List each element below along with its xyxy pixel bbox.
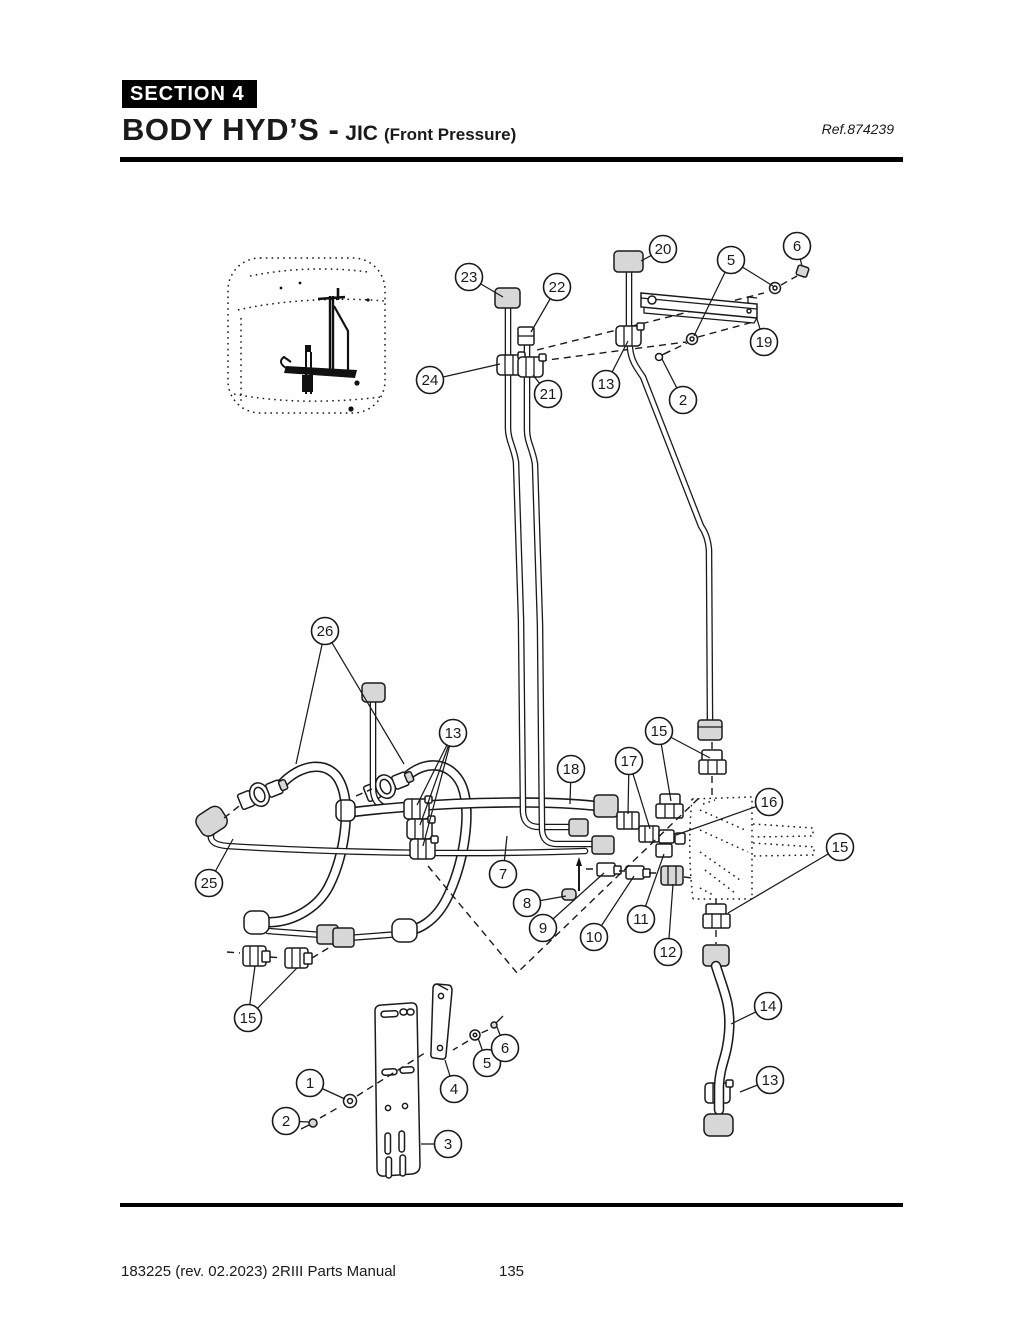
svg-text:17: 17 [621,753,638,770]
svg-text:3: 3 [444,1136,452,1153]
small-hardware [300,264,810,1130]
callout-1: 1 [295,1068,325,1098]
callout-2: 2 [668,385,698,415]
callout-leader [675,801,770,836]
callout-13: 13 [755,1065,785,1095]
callout-15: 15 [233,1003,263,1033]
pressure-tube-right [613,250,723,741]
callout-15: 15 [644,716,674,746]
callout-19: 19 [749,327,779,357]
callout-24: 24 [415,365,445,395]
callout-3: 3 [433,1129,463,1159]
svg-text:26: 26 [317,623,334,640]
callout-25: 25 [194,868,224,898]
callout-17: 17 [614,746,644,776]
mounting-bar [640,292,758,324]
tube-clamp [615,322,645,347]
svg-text:23: 23 [461,269,478,286]
svg-text:19: 19 [756,334,773,351]
footer-rule [120,1203,903,1207]
callout-leader [419,732,454,826]
callout-6: 6 [782,231,812,261]
quick-coupler-left [236,778,289,811]
manifold-dotted [688,796,815,900]
svg-text:5: 5 [483,1055,491,1072]
callout-9: 9 [528,913,558,943]
svg-text:13: 13 [445,725,462,742]
svg-text:15: 15 [832,839,849,856]
header-rule [120,157,903,162]
callout-5: 5 [716,245,746,275]
svg-text:24: 24 [422,372,439,389]
callout-leader [324,630,405,765]
tube-clamp [406,815,436,840]
reference-number: Ref.874239 [821,121,894,137]
callout-18: 18 [556,754,586,784]
tube-clamp [403,795,433,820]
svg-text:10: 10 [586,929,603,946]
svg-text:16: 16 [761,794,778,811]
callout-13: 13 [438,718,468,748]
section-label: SECTION 4 [122,80,257,108]
callout-10: 10 [579,922,609,952]
svg-text:6: 6 [501,1040,509,1057]
callout-22: 22 [542,272,572,302]
callout-26: 26 [310,616,340,646]
svg-text:7: 7 [499,866,507,883]
svg-text:4: 4 [450,1081,458,1098]
svg-text:15: 15 [651,723,668,740]
svg-text:20: 20 [655,241,672,258]
tube-clamp [409,835,439,860]
title-jic: JIC [345,122,378,145]
svg-text:15: 15 [240,1010,257,1027]
callout-16: 16 [754,787,784,817]
callout-2: 2 [271,1106,301,1136]
callout-15: 15 [825,832,855,862]
callout-4: 4 [439,1074,469,1104]
tube-clamps [403,322,734,1104]
footer-page-number: 135 [499,1263,525,1280]
svg-text:5: 5 [727,252,735,269]
svg-text:21: 21 [540,386,557,403]
callout-20: 20 [648,234,678,264]
svg-text:8: 8 [523,895,531,912]
svg-text:2: 2 [282,1113,290,1130]
svg-text:13: 13 [598,376,615,393]
svg-text:12: 12 [660,944,677,961]
manifold-vertical-fittings [698,742,735,1137]
callout-23: 23 [454,262,484,292]
mount-strap [430,983,453,1060]
svg-text:22: 22 [549,279,566,296]
callout-6: 6 [490,1033,520,1063]
svg-text:1: 1 [306,1075,314,1092]
title-paren: (Front Pressure) [383,125,517,144]
svg-text:13: 13 [762,1072,779,1089]
callout-13: 13 [591,369,621,399]
svg-text:18: 18 [563,761,580,778]
title-main: BODY HYD’S - [122,112,340,147]
callout-leader [295,630,326,765]
page-title: BODY HYD’S -JIC (Front Pressure) [122,112,516,148]
callout-14: 14 [753,991,783,1021]
svg-text:11: 11 [633,911,649,928]
svg-text:9: 9 [539,920,547,937]
callout-21: 21 [533,379,563,409]
callout-7: 7 [488,859,518,889]
callout-12: 12 [653,937,683,967]
tube-clamp [517,353,547,378]
svg-text:2: 2 [679,392,687,409]
long-tubes [195,287,619,857]
svg-text:14: 14 [760,998,777,1015]
callout-leader [727,846,841,914]
callout-11: 11 [626,904,656,934]
mount-plate [374,1002,421,1179]
callout-8: 8 [512,888,542,918]
svg-text:25: 25 [201,875,218,892]
callout-leader [422,732,454,847]
svg-text:6: 6 [793,238,801,255]
tractor-inset-drawing [227,257,386,414]
footer-document-id: 183225 (rev. 02.2023) 2RIII Parts Manual [121,1263,396,1280]
